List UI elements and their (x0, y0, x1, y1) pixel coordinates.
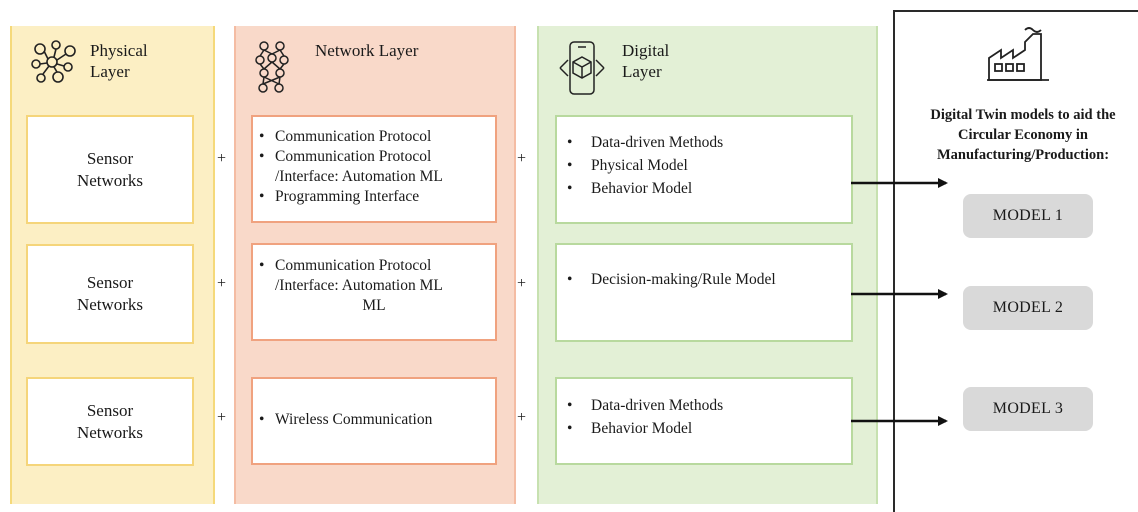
list-item: Physical Model (557, 154, 851, 177)
list-item: Programming Interface (253, 187, 495, 207)
models-panel-title: Digital Twin models to aid the Circular … (905, 105, 1138, 165)
list-item: Behavior Model (557, 177, 851, 200)
network-layer-title: Network Layer (315, 41, 419, 60)
models-title-line1: Digital Twin models to aid the (930, 107, 1116, 123)
digital-layer-title-line1: Digital (622, 41, 670, 60)
network-list-row2: Communication Protocol /Interface: Autom… (253, 245, 495, 296)
plus-sign: + (517, 409, 527, 426)
digital-list-row3: Data-driven Methods Behavior Model (557, 379, 851, 440)
models-title-line2: Circular Economy in (958, 127, 1088, 143)
physical-layer-title-line2: Layer (90, 62, 130, 81)
model-3-box: MODEL 3 (963, 387, 1093, 431)
network-box-row1: Communication Protocol Communication Pro… (251, 115, 497, 223)
list-item: Communication Protocol /Interface: Autom… (253, 147, 495, 187)
network-layer-header: Network Layer (255, 40, 418, 96)
digital-layer-header: Digital Layer (556, 40, 669, 96)
digital-box-row2: Decision-making/Rule Model (555, 243, 853, 342)
list-item: Communication Protocol /Interface: Autom… (253, 256, 495, 296)
network-list-row1: Communication Protocol Communication Pro… (253, 117, 495, 207)
plus-sign: + (517, 150, 527, 167)
digital-cube-icon (556, 40, 608, 96)
list-item: Data-driven Methods (557, 131, 851, 154)
digital-list-row1: Data-driven Methods Physical Model Behav… (557, 117, 851, 200)
physical-box-row2: Sensor Networks (26, 244, 194, 344)
list-item: Wireless Communication (253, 410, 495, 430)
physical-box-row1-line2: Networks (76, 170, 144, 190)
physical-box-row1-line1: Sensor (86, 148, 134, 168)
physical-layer-header: Physical Layer (30, 40, 148, 84)
model-2-box: MODEL 2 (963, 286, 1093, 330)
list-item: Decision-making/Rule Model (557, 268, 851, 291)
network-box-row3: Wireless Communication (251, 377, 497, 465)
physical-box-row1: Sensor Networks (26, 115, 194, 224)
digital-layer-title-line2: Layer (622, 62, 662, 81)
digital-box-row3: Data-driven Methods Behavior Model (555, 377, 853, 465)
physical-box-row2-line2: Networks (76, 295, 144, 314)
neural-network-icon (255, 40, 289, 96)
digital-list-row2: Decision-making/Rule Model (557, 245, 851, 291)
plus-sign: + (217, 275, 227, 292)
digital-box-row1: Data-driven Methods Physical Model Behav… (555, 115, 853, 224)
physical-box-row2-line1: Sensor (86, 273, 134, 292)
physical-box-row3-line2: Networks (76, 422, 144, 442)
model-1-box: MODEL 1 (963, 194, 1093, 238)
plus-sign: + (217, 150, 227, 167)
models-title-line3: Manufacturing/Production: (936, 147, 1110, 163)
physical-box-row3: Sensor Networks (26, 377, 194, 466)
list-item: Communication Protocol (253, 127, 495, 147)
network-row2-extra: ML (362, 297, 386, 314)
plus-sign: + (517, 275, 527, 292)
factory-icon (985, 22, 1055, 84)
network-list-row3: Wireless Communication (253, 379, 495, 430)
network-box-row2: Communication Protocol /Interface: Autom… (251, 243, 497, 341)
list-item: Data-driven Methods (557, 394, 851, 417)
physical-box-row3-line1: Sensor (86, 400, 134, 420)
nodes-cluster-icon (30, 40, 82, 84)
plus-sign: + (217, 409, 227, 426)
list-item: Behavior Model (557, 417, 851, 440)
physical-layer-title-line1: Physical (90, 41, 148, 60)
